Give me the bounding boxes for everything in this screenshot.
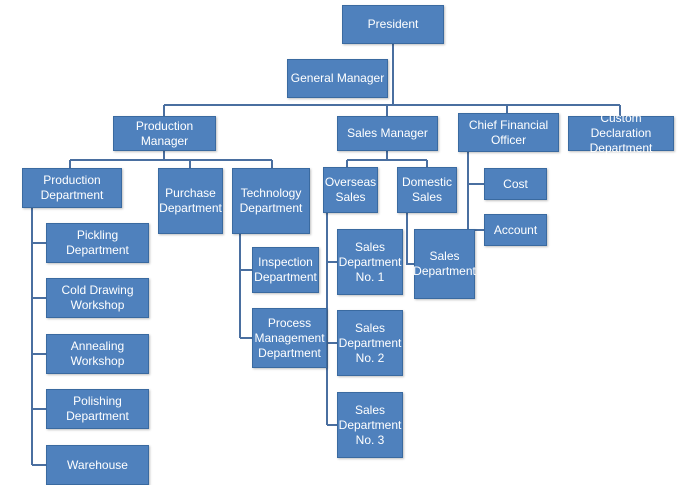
cold-drawing-workshop-box: Cold Drawing Workshop [46,278,149,318]
inspection-department-box: Inspection Department [252,247,319,293]
sales-manager-box: Sales Manager [337,116,438,151]
sales-department-no3-box: Sales Department No. 3 [337,392,403,458]
purchase-department-label: Purchase Department [159,186,222,215]
purchase-department-box: Purchase Department [158,168,223,234]
sales-department-no3-label: Sales Department No. 3 [338,402,402,447]
account-box: Account [484,214,547,246]
technology-department-box: Technology Department [232,168,310,234]
sales-department-no1-label: Sales Department No. 1 [338,239,402,284]
production-department-label: Production Department [40,173,104,202]
pickling-department-label: Pickling Department [66,228,129,257]
custom-declaration-box: Custom Declaration Department [568,111,674,155]
sales-department-no2-label: Sales Department No. 2 [338,320,402,365]
sales-department-label: Sales Department [413,249,476,278]
technology-department-label: Technology Department [239,186,303,215]
sales-department-box: Sales Department [413,229,476,299]
annealing-workshop-box: Annealing Workshop [46,334,149,374]
pickling-department-box: Pickling Department [46,223,149,263]
annealing-workshop-label: Annealing Workshop [70,339,125,368]
president-box: President [342,5,444,44]
sales-department-no1-box: Sales Department No. 1 [337,229,403,295]
cost-box: Cost [484,168,547,200]
warehouse-label: Warehouse [67,457,128,472]
president-label: President [367,17,419,31]
sales-manager-label: Sales Manager [347,126,428,140]
overseas-sales-box: Overseas Sales [323,167,378,213]
account-label: Account [493,222,538,237]
polishing-department-box: Polishing Department [46,389,149,429]
production-department-box: Production Department [22,168,122,208]
overseas-sales-label: Overseas Sales [324,175,377,204]
custom-declaration-label: Custom Declaration Department [589,111,653,155]
production-manager-label: Production Manager [135,118,194,148]
production-manager-box: Production Manager [113,116,216,151]
cfo-box: Chief Financial Officer [458,113,559,152]
process-management-department-box: Process Management Department [252,308,327,368]
domestic-sales-box: Domestic Sales [397,167,457,213]
cost-label: Cost [503,176,528,191]
cfo-label: Chief Financial Officer [468,117,549,147]
domestic-sales-label: Domestic Sales [401,175,452,204]
connector-line [406,213,414,265]
warehouse-box: Warehouse [46,445,149,485]
general-manager-box: General Manager [287,59,388,98]
inspection-department-label: Inspection Department [254,255,317,284]
general-manager-label: General Manager [290,71,385,85]
process-management-department-label: Process Management Department [254,315,325,360]
polishing-department-label: Polishing Department [66,394,129,423]
cold-drawing-workshop-label: Cold Drawing Workshop [61,283,134,312]
sales-department-no2-box: Sales Department No. 2 [337,310,403,376]
